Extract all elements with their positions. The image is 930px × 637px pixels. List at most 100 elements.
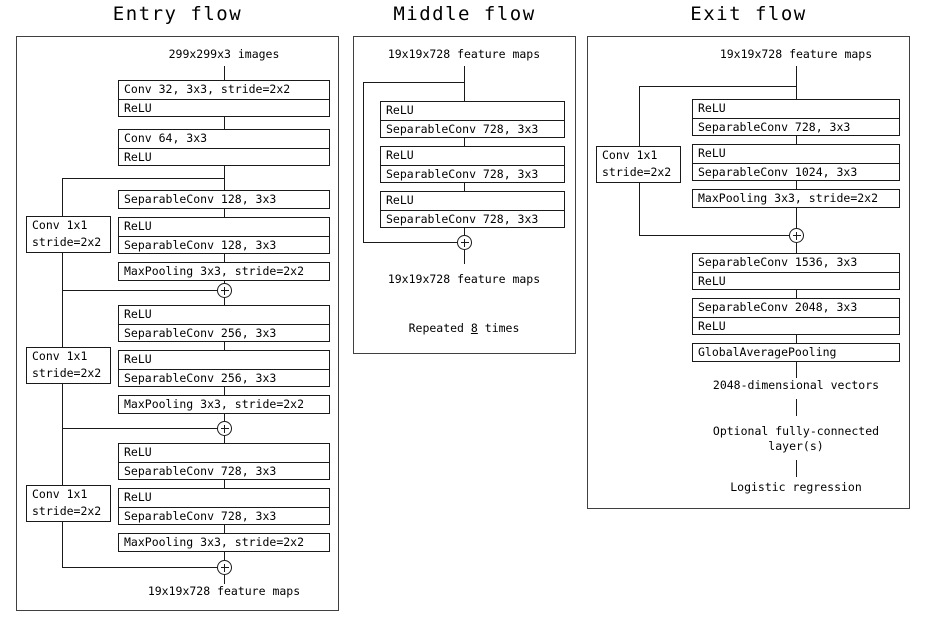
middle-block-2: ReLU SeparableConv 728, 3x3	[380, 191, 565, 228]
middle-connector-1-2	[464, 183, 465, 191]
layer-row: MaxPooling 3x3, stride=2x2	[124, 535, 305, 549]
entry-block-10: MaxPooling 3x3, stride=2x2	[118, 533, 330, 552]
entry-connector-8-9	[224, 480, 225, 488]
layer-row: ReLU	[119, 99, 329, 117]
exit-vector-label: 2048-dimensional vectors	[712, 378, 880, 392]
middle-connector-2-add	[464, 228, 465, 235]
exit-add-node	[789, 228, 804, 243]
entry-shortcut-0: Conv 1x1 stride=2x2	[26, 216, 111, 253]
exit-residual-top	[639, 86, 796, 87]
exit-fc-label: Optional fully-connected layer(s)	[712, 424, 880, 453]
exit-block-2: MaxPooling 3x3, stride=2x2	[692, 189, 900, 208]
exit-connector-3-4	[796, 290, 797, 298]
exit-shortcut-0: Conv 1x1 stride=2x2	[596, 146, 681, 183]
entry-connector-add2-8	[224, 436, 225, 443]
exit-flow-title: Exit flow	[690, 3, 807, 25]
entry-connector-9-10	[224, 525, 225, 533]
shortcut-line-2: stride=2x2	[32, 366, 102, 380]
middle-residual-top	[363, 82, 464, 83]
exit-residual-bottom	[639, 235, 789, 236]
entry-residual-branch-1-top	[62, 178, 224, 179]
entry-flow-panel	[16, 36, 339, 611]
entry-block-1: Conv 64, 3x3 ReLU	[118, 129, 330, 166]
entry-flow-title: Entry flow	[112, 3, 243, 25]
exit-connector-vector-fc	[796, 399, 797, 416]
exit-block-3: SeparableConv 1536, 3x3 ReLU	[692, 253, 900, 290]
middle-block-1: ReLU SeparableConv 728, 3x3	[380, 146, 565, 183]
entry-block-9: ReLU SeparableConv 728, 3x3	[118, 488, 330, 525]
shortcut-line-1: Conv 1x1	[602, 148, 658, 162]
exit-connector-5-vector	[796, 362, 797, 378]
entry-residual-branch-2-down-b	[62, 384, 63, 428]
layer-row: MaxPooling 3x3, stride=2x2	[698, 191, 879, 205]
entry-block-7: MaxPooling 3x3, stride=2x2	[118, 395, 330, 414]
shortcut-line-1: Conv 1x1	[32, 218, 88, 232]
layer-row: ReLU	[124, 445, 152, 459]
layer-row: SeparableConv 128, 3x3	[119, 236, 329, 254]
entry-add-node-2	[217, 421, 232, 436]
middle-residual-down	[363, 82, 364, 242]
entry-connector-add1-5	[224, 298, 225, 305]
layer-row: ReLU	[119, 148, 329, 166]
middle-flow-panel	[353, 36, 576, 354]
layer-row: MaxPooling 3x3, stride=2x2	[124, 397, 305, 411]
shortcut-line-2: stride=2x2	[602, 165, 672, 179]
layer-row: ReLU	[124, 219, 152, 233]
shortcut-line-2: stride=2x2	[32, 504, 102, 518]
layer-row: ReLU	[698, 101, 726, 115]
layer-row: Conv 32, 3x3, stride=2x2	[124, 82, 291, 96]
middle-flow-title: Middle flow	[393, 3, 536, 25]
layer-row: SeparableConv 256, 3x3	[119, 324, 329, 342]
exit-connector-4-5	[796, 335, 797, 343]
entry-shortcut-1: Conv 1x1 stride=2x2	[26, 347, 111, 384]
entry-block-8: ReLU SeparableConv 728, 3x3	[118, 443, 330, 480]
repeat-suffix: times	[477, 321, 520, 335]
repeat-prefix: Repeated	[408, 321, 471, 335]
entry-connector-0-1	[224, 117, 225, 129]
repeat-count: 8	[470, 321, 478, 335]
layer-row: SeparableConv 728, 3x3	[381, 120, 564, 138]
exit-connector-1-2	[796, 181, 797, 189]
entry-connector-3-4	[224, 254, 225, 262]
exit-block-1: ReLU SeparableConv 1024, 3x3	[692, 144, 900, 181]
middle-connector-input	[464, 66, 465, 101]
exit-block-0: ReLU SeparableConv 728, 3x3	[692, 99, 900, 136]
layer-row: GlobalAveragePooling	[698, 345, 837, 359]
layer-row: Conv 64, 3x3	[124, 131, 208, 145]
entry-input-label: 299x299x3 images	[168, 47, 280, 61]
exit-logistic-label: Logistic regression	[730, 480, 862, 494]
shortcut-line-1: Conv 1x1	[32, 349, 88, 363]
layer-row: ReLU	[124, 307, 152, 321]
layer-row: SeparableConv 128, 3x3	[124, 192, 277, 206]
layer-row: SeparableConv 2048, 3x3	[698, 300, 858, 314]
layer-row: ReLU	[386, 103, 414, 117]
exit-input-label: 19x19x728 feature maps	[719, 47, 873, 61]
entry-block-0: Conv 32, 3x3, stride=2x2 ReLU	[118, 80, 330, 117]
exit-block-4: SeparableConv 2048, 3x3 ReLU	[692, 298, 900, 335]
middle-repeat-label: Repeated 8 times	[374, 321, 554, 336]
middle-connector-0-1	[464, 138, 465, 146]
entry-residual-branch-1-down-b	[62, 253, 63, 290]
entry-residual-branch-3-bottom	[62, 567, 217, 568]
middle-add-node	[457, 235, 472, 250]
entry-block-3: ReLU SeparableConv 128, 3x3	[118, 217, 330, 254]
layer-row: ReLU	[386, 193, 414, 207]
entry-add-node-3	[217, 560, 232, 575]
entry-output-label: 19x19x728 feature maps	[147, 584, 301, 598]
layer-row: SeparableConv 728, 3x3	[693, 118, 899, 136]
exit-connector-add-3	[796, 243, 797, 253]
layer-row: ReLU	[124, 352, 152, 366]
entry-residual-branch-2-down-a	[62, 290, 63, 347]
exit-connector-input	[796, 66, 797, 99]
entry-shortcut-2: Conv 1x1 stride=2x2	[26, 485, 111, 522]
exit-connector-0-1	[796, 136, 797, 144]
entry-residual-branch-2-bottom	[62, 428, 217, 429]
entry-connector-input	[224, 66, 225, 80]
entry-residual-branch-3-down-a	[62, 428, 63, 485]
layer-row: SeparableConv 728, 3x3	[119, 462, 329, 480]
middle-input-label: 19x19x728 feature maps	[387, 47, 541, 61]
entry-connector-add3-output	[224, 575, 225, 584]
exit-residual-down-a	[639, 86, 640, 146]
entry-connector-7-add	[224, 414, 225, 421]
exit-residual-down-b	[639, 183, 640, 235]
